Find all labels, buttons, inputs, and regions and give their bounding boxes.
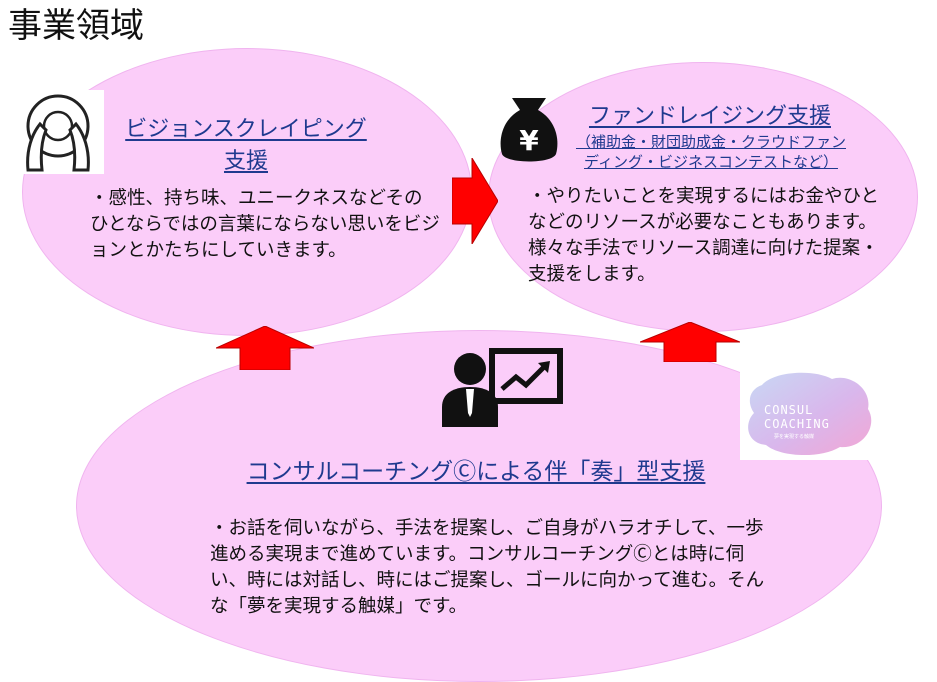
consulting-body: ・お話を伺いながら、手法を提案し、ご自身がハラオチして、一歩進める実現まで進めて… [210,518,765,617]
arrow-up-right-icon [640,322,740,362]
fundraising-subheading: （補助金・財団助成金・クラウドファン ディング・ビジネスコンテストなど） [575,133,846,171]
page-title: 事業領域 [8,6,144,46]
fundraising-body: ・やりたいことを実現するにはお金やひとなどのリソースが必要なこともあります。様々… [528,186,879,285]
presentation-icon [440,347,564,429]
consul-coaching-logo: CONSUL COACHING 夢を実現する触媒 [740,365,880,460]
vision-icon [18,90,104,174]
money-bag-icon: ¥ [498,92,560,166]
consulting-heading: コンサルコーチングⒸによる伴「奏」型支援 [246,459,706,485]
fundraising-heading: ファンドレイジング支援 [588,104,831,129]
fundraising-ellipse [488,62,918,332]
arrow-up-left-icon [216,326,314,370]
vision-body: ・感性、持ち味、ユニークネスなどそのひとならではの言葉にならない思いをビジョンと… [90,188,440,261]
arrow-right-icon [452,158,498,244]
svg-text:¥: ¥ [519,124,539,157]
vision-heading: ビジョンスクレイピング 支援 [125,117,367,174]
